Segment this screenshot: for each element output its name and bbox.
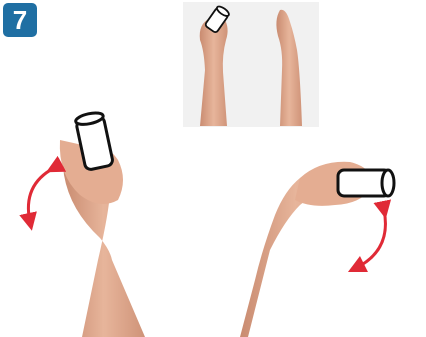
wrist-flexion-demo bbox=[28, 111, 145, 337]
rotate-arrow-icon bbox=[28, 168, 54, 222]
large-cylinder-icon-right bbox=[338, 170, 394, 196]
reference-panel bbox=[183, 2, 319, 127]
rotate-arrow-icon-right bbox=[356, 210, 385, 268]
wrist-extension-demo bbox=[240, 162, 394, 337]
